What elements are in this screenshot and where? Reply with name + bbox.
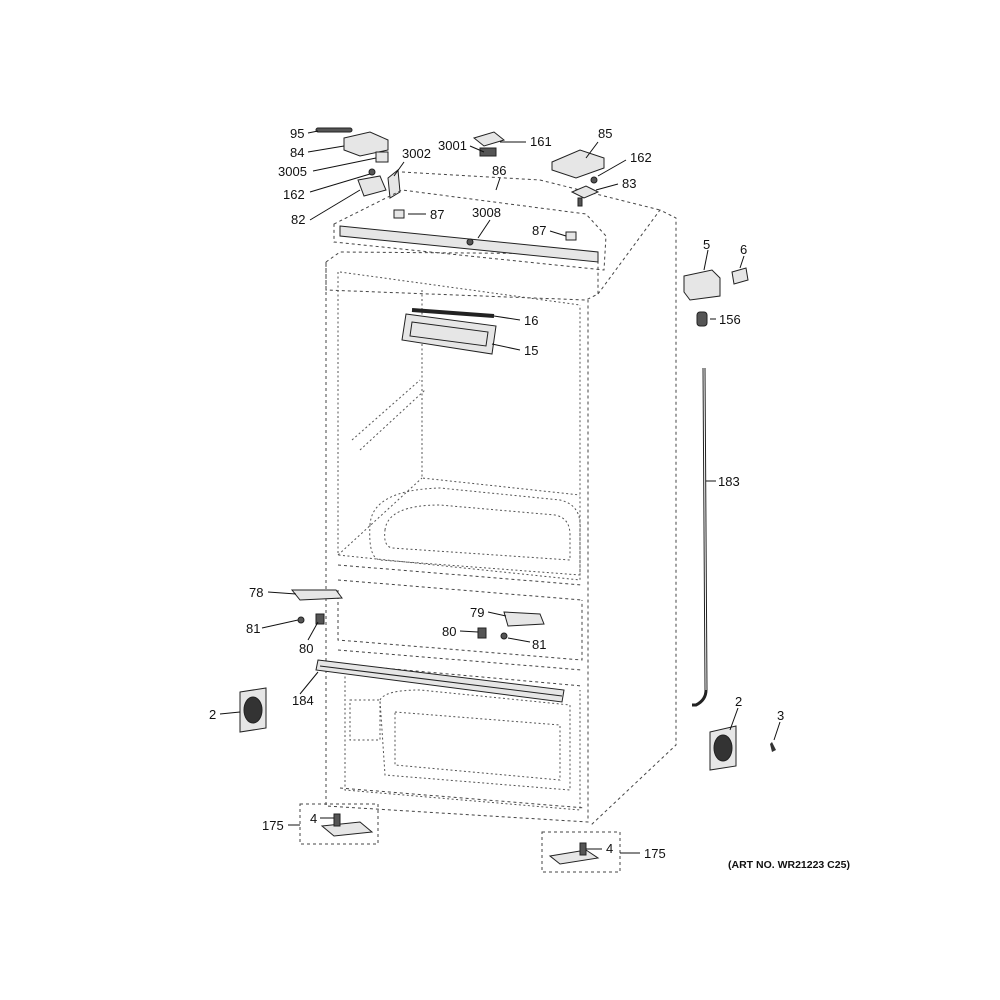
screw-81-left	[297, 616, 305, 624]
callout-labels: 95 84 3005 162 82 3002 3001 161 85 162 8…	[209, 126, 850, 871]
callout-6: 6	[740, 242, 747, 257]
callout-15: 15	[524, 343, 538, 358]
leveler-box-right-175	[541, 831, 621, 873]
part-3001	[479, 147, 497, 157]
clip-87-left	[393, 209, 405, 219]
bracket-3002	[387, 169, 401, 199]
refrigerator-cabinet	[325, 171, 677, 827]
callout-175-left: 175	[262, 818, 284, 833]
callout-162-left: 162	[283, 187, 305, 202]
leveler-left	[320, 821, 374, 837]
callout-4-right: 4	[606, 841, 613, 856]
screw-162-right	[590, 176, 598, 184]
strip-16	[411, 308, 495, 318]
clip-6	[731, 267, 749, 285]
hinge-83	[570, 185, 600, 199]
top-center-part	[472, 131, 506, 157]
bushing-80-left	[315, 613, 325, 625]
callout-83: 83	[622, 176, 636, 191]
hinge-82	[357, 175, 387, 197]
grille-right-2	[709, 725, 737, 771]
leveler-right	[548, 849, 600, 865]
callout-3: 3	[777, 708, 784, 723]
callout-16: 16	[524, 313, 538, 328]
top-left-hinge-assembly	[315, 127, 401, 199]
bushing-80-right	[477, 627, 487, 639]
middle-hinges	[290, 589, 545, 640]
callout-81-right: 81	[532, 637, 546, 652]
hinge-85	[551, 149, 605, 179]
callout-79: 79	[470, 605, 484, 620]
mullion-184	[315, 659, 565, 703]
callout-87-right: 87	[532, 223, 546, 238]
clip-3005	[375, 151, 389, 163]
callout-80-left: 80	[299, 641, 313, 656]
coupler-156	[696, 311, 708, 327]
screw-81-right	[500, 632, 508, 640]
callout-95: 95	[290, 126, 304, 141]
hinge-pin-95	[315, 127, 353, 133]
callout-5: 5	[703, 237, 710, 252]
top-right-hinge-assembly	[551, 149, 605, 207]
callout-4-left: 4	[310, 811, 317, 826]
callout-80-right: 80	[442, 624, 456, 639]
interior-parts	[401, 308, 497, 355]
callout-3005: 3005	[278, 164, 307, 179]
callout-175-right: 175	[644, 846, 666, 861]
callout-162-right: 162	[630, 150, 652, 165]
callout-84: 84	[290, 145, 304, 160]
callout-85: 85	[598, 126, 612, 141]
leveler-box-left-175	[299, 803, 379, 845]
callout-86: 86	[492, 163, 506, 178]
callout-3002: 3002	[402, 146, 431, 161]
clip-87-right	[565, 231, 577, 241]
hinge-pin-83	[577, 197, 583, 207]
callout-156: 156	[719, 312, 741, 327]
callout-3001: 3001	[438, 138, 467, 153]
bracket-5	[683, 269, 721, 301]
callout-161: 161	[530, 134, 552, 149]
callout-82: 82	[291, 212, 305, 227]
leader-lines	[219, 130, 781, 854]
callout-78: 78	[249, 585, 263, 600]
callout-81-left: 81	[246, 621, 260, 636]
panel-15	[401, 313, 497, 355]
callout-2-right: 2	[735, 694, 742, 709]
callout-184: 184	[292, 693, 314, 708]
screw-162	[368, 168, 376, 176]
callout-2-left: 2	[209, 707, 216, 722]
hinge-84	[343, 131, 389, 157]
callout-3008: 3008	[472, 205, 501, 220]
leveler-4-right	[579, 842, 587, 856]
right-side-parts	[683, 267, 749, 707]
callout-183: 183	[718, 474, 740, 489]
callout-87-left: 87	[430, 207, 444, 222]
tube-183	[692, 367, 708, 707]
screw-3	[770, 742, 776, 752]
grille-left-2	[239, 687, 267, 733]
leveler-4-left	[333, 813, 341, 827]
part-161	[472, 131, 506, 147]
top-cover-assembly-86	[333, 189, 607, 271]
hinge-78	[290, 589, 343, 601]
hinge-79	[503, 611, 545, 627]
art-number: (ART NO. WR21223 C25)	[728, 859, 850, 871]
